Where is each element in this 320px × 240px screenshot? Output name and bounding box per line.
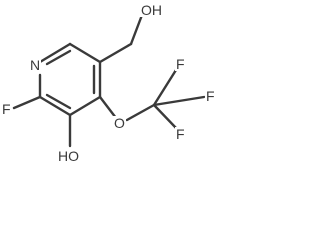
- bond-cf3-f-right: [152, 95, 206, 107]
- bond-c6-n: [38, 42, 72, 64]
- bond-c2-c3-inner: [45, 93, 72, 110]
- bond-c2-c3: [38, 95, 72, 117]
- bond-c5-ch2: [98, 42, 133, 64]
- cf3-fluorine-right-label: F: [205, 88, 216, 104]
- bond-o-cf3: [125, 103, 156, 122]
- bond-c2-f: [12, 95, 42, 110]
- bond-cf3-f-top: [152, 68, 178, 107]
- bond-ch2-oh: [129, 13, 144, 46]
- cf3-fluorine-top-label: F: [175, 56, 186, 72]
- bond-c3-c4: [68, 95, 102, 117]
- bond-c6-n-inner: [45, 49, 72, 66]
- hydroxymethyl-oh-label: OH: [140, 2, 163, 18]
- bond-cf3-f-bottom: [152, 103, 178, 130]
- structure-diagram: N OH F HO O F F F: [1, 2, 216, 164]
- nitrogen-atom-label: N: [29, 57, 42, 73]
- ring-fluorine-label: F: [1, 101, 12, 117]
- bond-c5-c6: [68, 42, 102, 64]
- ring-hydroxyl-label: HO: [57, 148, 80, 164]
- molecule-bonds: [12, 13, 206, 148]
- cf3-fluorine-bottom-label: F: [175, 126, 186, 142]
- bond-c4-o: [98, 95, 118, 120]
- ether-oxygen-label: O: [113, 115, 126, 131]
